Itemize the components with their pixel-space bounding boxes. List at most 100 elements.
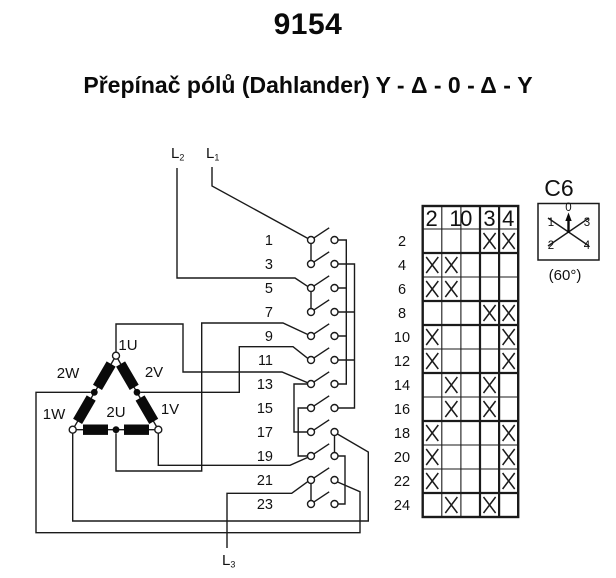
contact-label: 9 <box>265 329 273 345</box>
contact-terminal-left <box>306 259 316 269</box>
label-L2: L2 <box>171 145 184 163</box>
contact-terminal-left <box>306 283 316 293</box>
x-mark <box>502 352 516 370</box>
contact-terminal-right <box>330 451 339 461</box>
motor-delta-winding: 1U 2W 2V 1W 2U 1V <box>43 337 179 435</box>
label-L3: L3 <box>222 552 235 570</box>
label-1W: 1W <box>43 406 66 423</box>
x-mark <box>482 376 497 394</box>
table-col-header: 0 <box>460 206 472 231</box>
x-mark <box>444 256 458 274</box>
table-row-label: 8 <box>398 306 406 322</box>
wire-busA-stubs <box>338 287 347 337</box>
wire-1V-c19 <box>157 433 309 466</box>
contact-label: 23 <box>257 497 273 513</box>
table-row-label: 10 <box>394 330 410 346</box>
wire-2V-c11 <box>140 346 309 393</box>
wire-1W-17R <box>72 433 369 522</box>
contact-label: 17 <box>257 425 273 441</box>
contact-blade <box>312 347 330 359</box>
x-mark <box>482 400 497 418</box>
wires <box>35 167 369 548</box>
x-mark <box>425 424 439 442</box>
x-mark <box>425 256 439 274</box>
x-mark <box>502 304 516 322</box>
contact-terminal-right <box>330 475 339 485</box>
table-row-label: 24 <box>394 498 410 514</box>
wire-1U-c13 <box>115 323 309 384</box>
contact-label: 1 <box>265 233 273 249</box>
contact-label: 5 <box>265 281 273 297</box>
contact-terminal-left <box>306 427 316 437</box>
winding-labels: 1U 2W 2V 1W 2U 1V <box>43 337 179 423</box>
contact-11: 11 <box>258 347 339 369</box>
table-row-label: 4 <box>398 258 406 274</box>
x-mark <box>425 448 439 466</box>
contact-blade <box>312 419 330 431</box>
x-mark <box>425 280 439 298</box>
label-2W: 2W <box>57 365 80 382</box>
contact-13: 13 <box>257 371 339 393</box>
position-arrow-icon <box>565 212 572 233</box>
position-indicator: C6 0 1 3 2 4 (60°) <box>537 175 600 284</box>
x-mark <box>444 376 458 394</box>
label-L1: L1 <box>206 145 219 163</box>
contact-terminal-right <box>330 427 339 437</box>
wire-pair-15-19 <box>297 407 308 457</box>
contact-blade <box>312 299 330 311</box>
contact-blade <box>312 491 330 503</box>
contact-blade <box>312 227 330 239</box>
contact-1: 1 <box>265 227 339 249</box>
table-row-label: 14 <box>394 378 410 394</box>
x-mark <box>425 328 439 346</box>
table-row-label: 16 <box>394 402 410 418</box>
contact-blade <box>312 395 330 407</box>
contact-17: 17 <box>257 419 339 441</box>
contact-blade <box>312 371 330 383</box>
contact-terminal-right <box>330 307 339 317</box>
contact-terminal-right <box>330 283 339 293</box>
contact-15: 15 <box>257 395 339 417</box>
position-0: 0 <box>565 202 571 214</box>
table-grid <box>421 204 520 519</box>
contact-7: 7 <box>265 299 339 321</box>
contact-label: 11 <box>258 353 273 369</box>
contact-blade <box>312 443 330 455</box>
contact-terminal-right <box>330 499 339 509</box>
contact-terminal-left <box>306 331 316 341</box>
contact-terminal-left <box>306 355 316 365</box>
x-mark <box>502 424 516 442</box>
table-row-label: 2 <box>398 234 406 250</box>
contact-5: 5 <box>265 275 339 297</box>
table-row-label: 20 <box>394 450 410 466</box>
wire-19R-23R <box>338 455 346 505</box>
contact-label: 13 <box>257 377 273 393</box>
contact-label: 3 <box>265 257 273 273</box>
table-row-label: 6 <box>398 282 406 298</box>
contact-terminal-left <box>306 379 316 389</box>
contact-19: 19 <box>257 443 339 465</box>
position-3: 3 <box>584 217 590 229</box>
x-mark <box>444 280 458 298</box>
x-mark <box>425 472 439 490</box>
label-1V: 1V <box>161 401 179 418</box>
wire-2U-c9 <box>115 322 309 472</box>
table-col-header: 3 <box>483 206 495 231</box>
position-2: 2 <box>548 240 554 252</box>
x-mark <box>444 400 458 418</box>
wire-L1-c1 <box>211 167 309 240</box>
wire-2W-21R <box>35 391 361 534</box>
x-mark <box>502 328 516 346</box>
switch-angle-label: (60°) <box>549 267 582 284</box>
contact-terminal-left <box>306 475 316 485</box>
table-col-header: 4 <box>502 206 514 231</box>
indicator-box <box>537 202 600 261</box>
contact-3: 3 <box>265 251 339 273</box>
switch-model-label: C6 <box>544 175 573 201</box>
contact-blade <box>312 251 330 263</box>
contact-terminal-right <box>330 355 339 365</box>
